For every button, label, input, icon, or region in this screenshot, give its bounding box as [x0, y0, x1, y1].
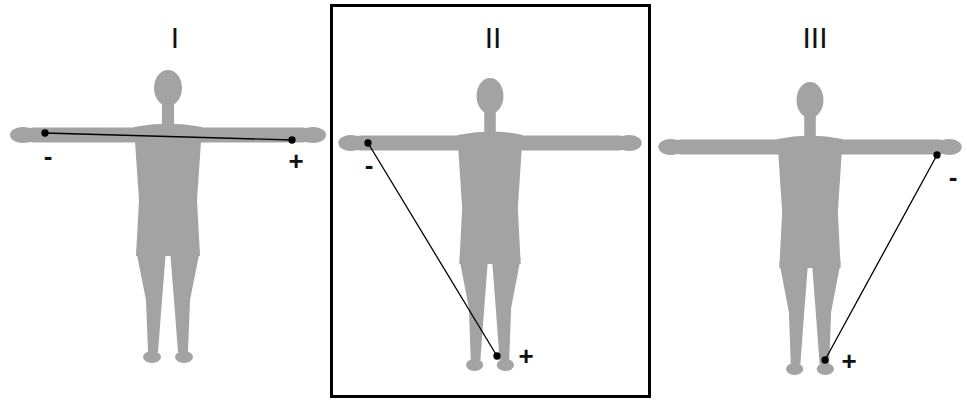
electrode-dot — [289, 137, 295, 143]
polarity-sign: - — [44, 143, 53, 169]
human-figure — [338, 78, 641, 371]
human-figure — [658, 82, 961, 375]
polarity-sign: + — [841, 348, 856, 374]
electrode-dot — [365, 140, 371, 146]
electrode-dot — [934, 152, 940, 158]
lead-line — [368, 143, 497, 356]
human-figure — [10, 70, 326, 363]
polarity-sign: + — [288, 148, 303, 174]
polarity-sign: + — [518, 343, 533, 369]
lead-line — [825, 155, 937, 360]
lead-numeral: III — [802, 23, 827, 53]
polarity-sign: - — [365, 152, 374, 178]
electrode-dot — [822, 357, 828, 363]
lead-panel-box: II - + — [330, 4, 651, 398]
lead-numeral: II — [485, 23, 502, 53]
polarity-sign: - — [949, 164, 958, 190]
lead-numeral: I — [171, 23, 179, 53]
lead-line — [45, 133, 292, 140]
electrode-dot — [494, 353, 500, 359]
electrode-dot — [42, 130, 48, 136]
